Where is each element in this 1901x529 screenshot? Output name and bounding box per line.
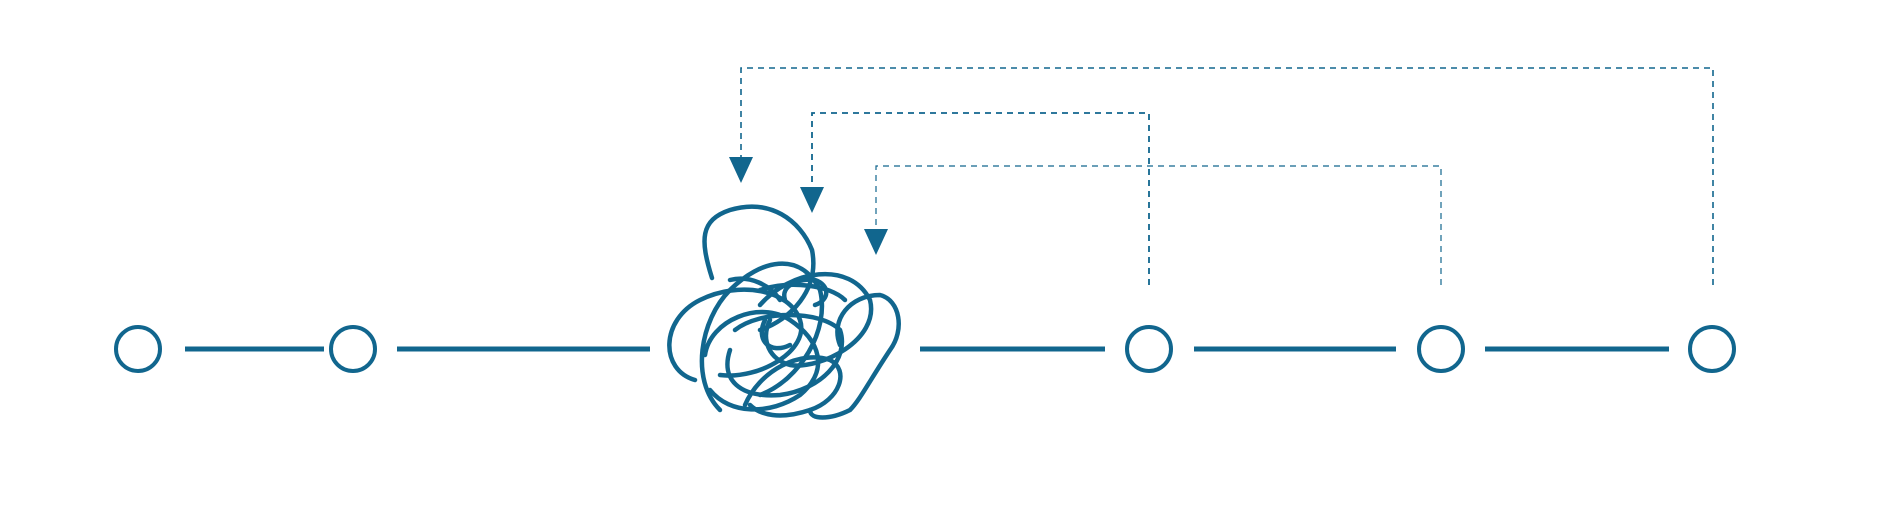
process-node	[1125, 325, 1173, 373]
process-node	[1417, 325, 1465, 373]
feedback-loop-middle	[811, 112, 1150, 285]
process-node	[114, 325, 162, 373]
process-node	[329, 325, 377, 373]
process-node	[1688, 325, 1736, 373]
feedback-loop-outer	[740, 67, 1714, 285]
tangled-scribble	[667, 204, 901, 420]
arrow-down-icon	[729, 157, 753, 183]
arrow-down-icon	[800, 187, 824, 213]
feedback-loops	[740, 67, 1714, 285]
arrow-down-icon	[864, 229, 888, 255]
feedback-loop-inner	[875, 165, 1442, 285]
